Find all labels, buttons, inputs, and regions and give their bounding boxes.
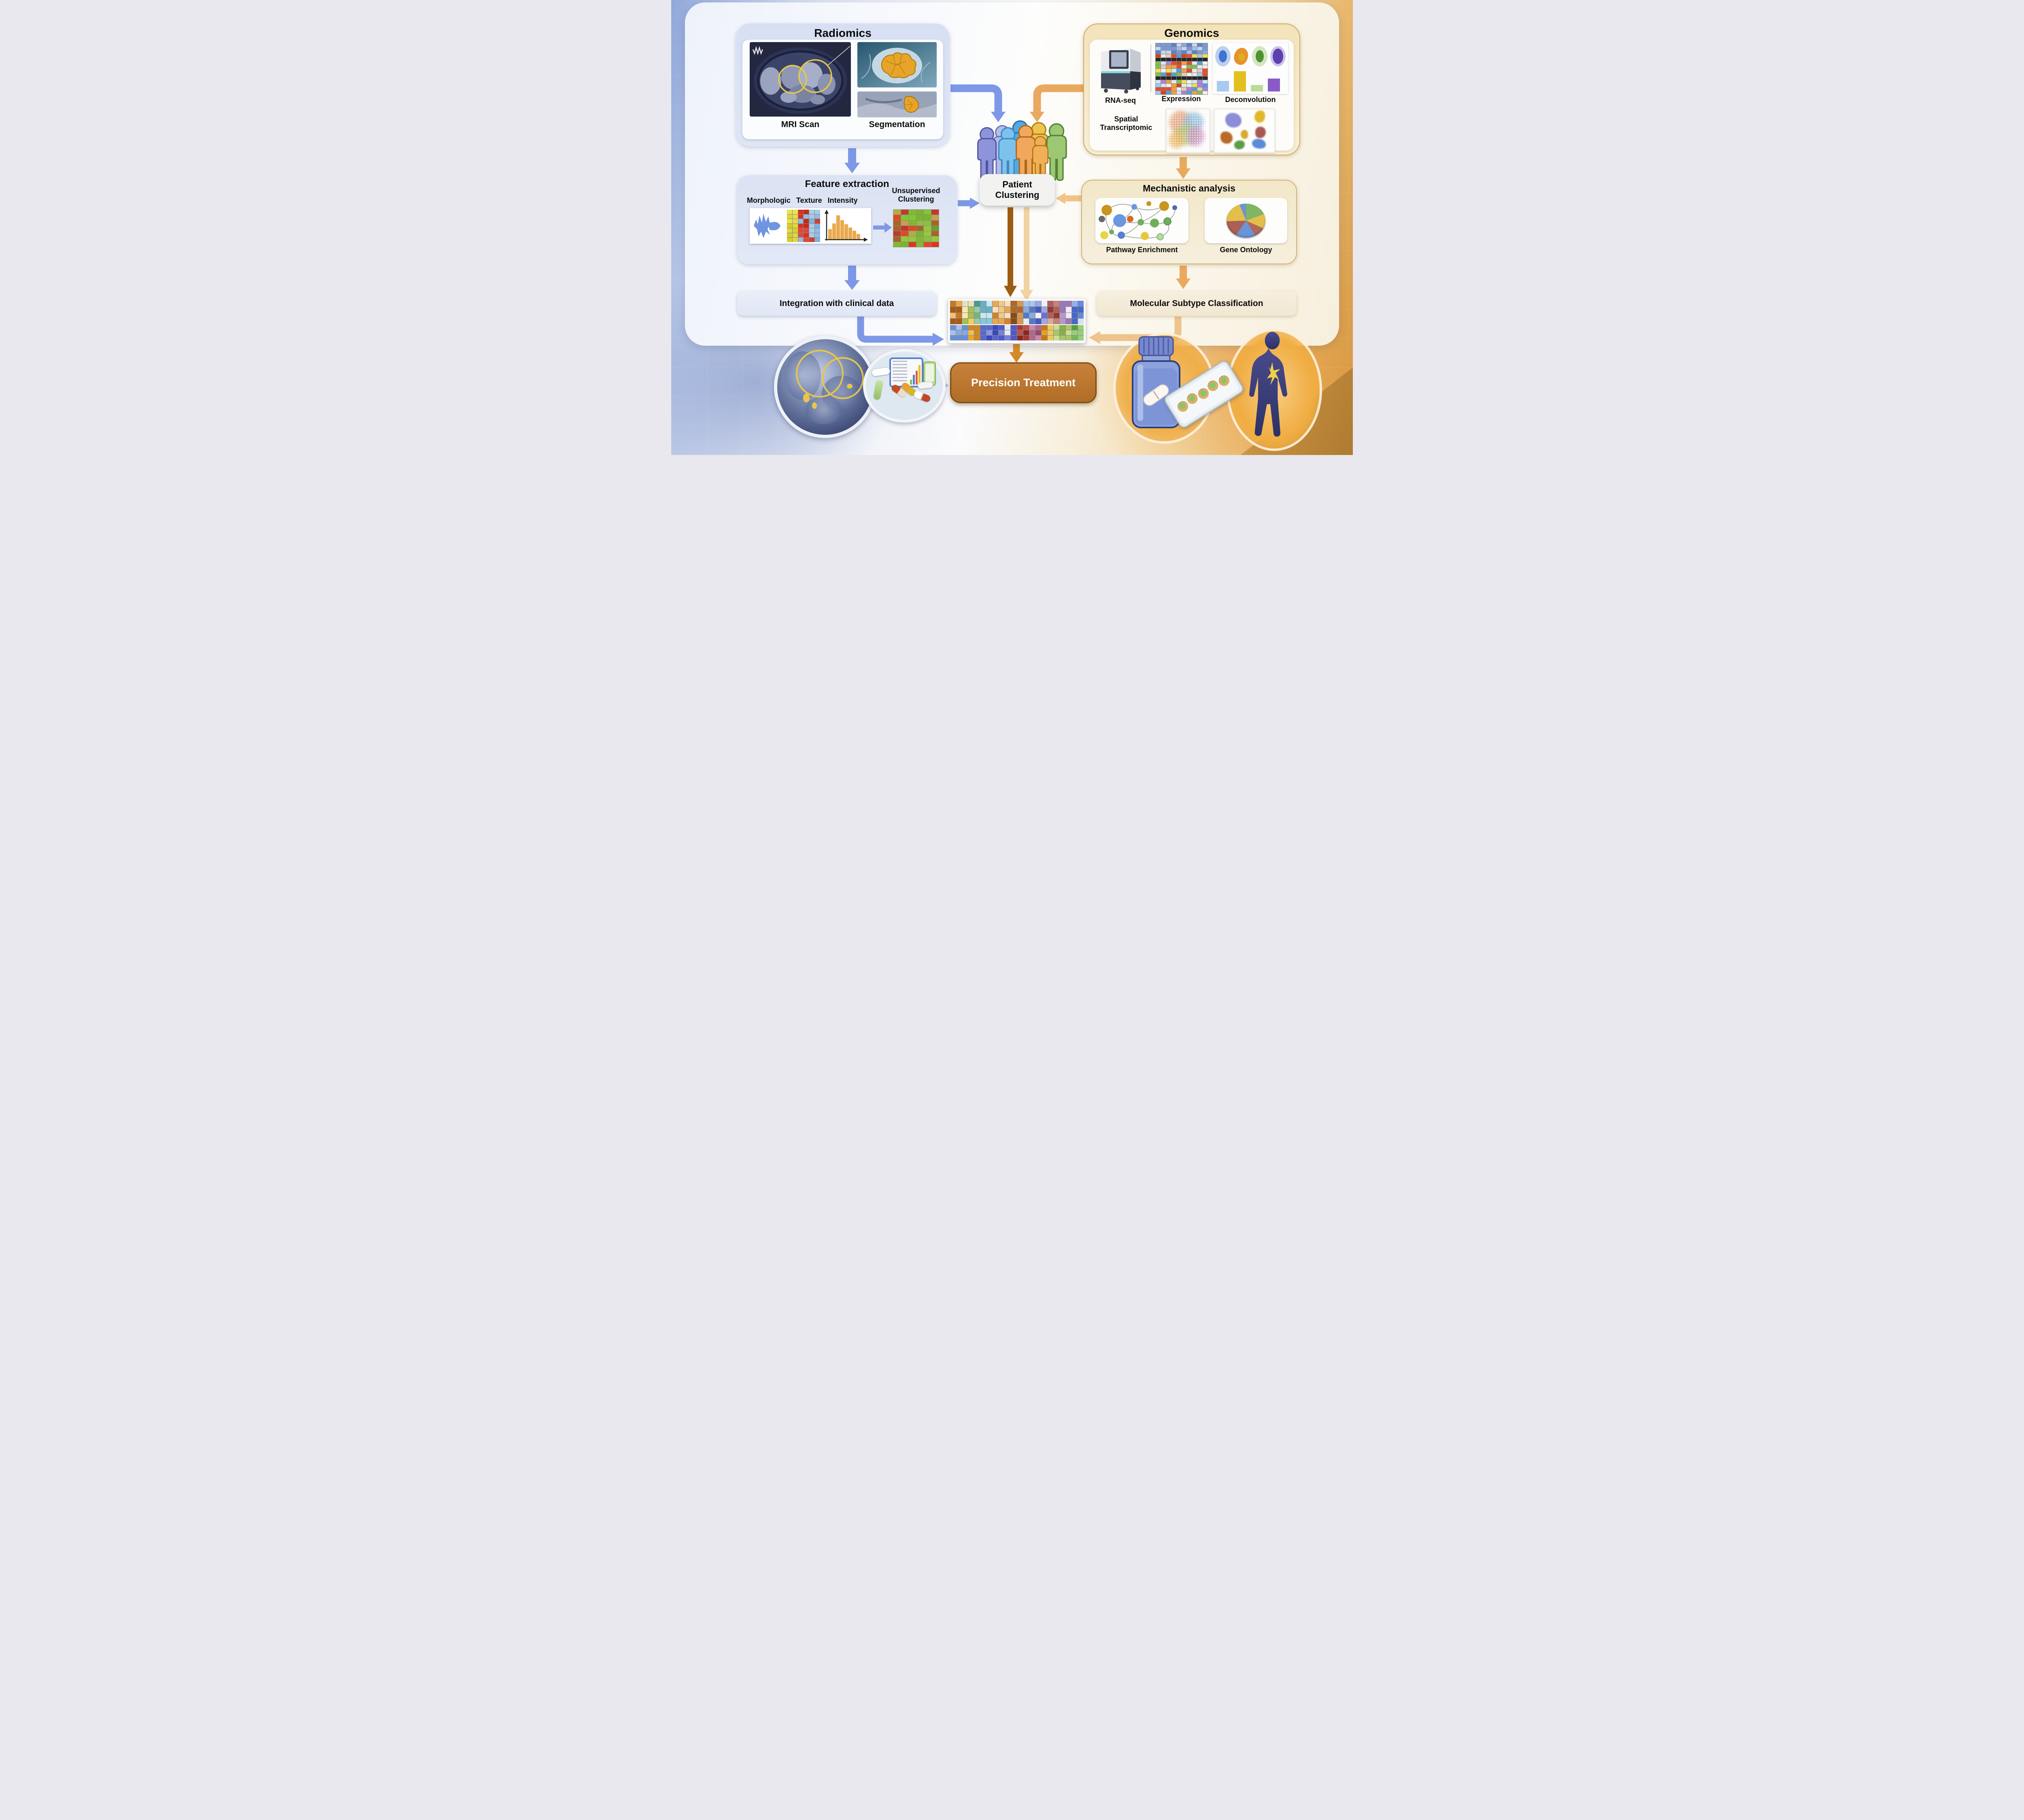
feature-graphics-strip: [750, 208, 871, 244]
intensity-label: Intensity: [827, 196, 858, 204]
white-pill-icon: [917, 381, 933, 389]
mri-scan-image: [750, 42, 851, 117]
divider: [1150, 45, 1151, 92]
intensity-histogram-icon: [825, 210, 868, 242]
spatial-tissue-map-image: [1166, 108, 1210, 153]
expression-heatmap-icon: [1155, 43, 1208, 95]
rna-seq-label: RNA-seq: [1105, 96, 1136, 104]
patient-group-icon: [977, 120, 1067, 181]
feature-flow-arrow: [873, 222, 892, 233]
segmentation-label: Segmentation: [869, 120, 925, 129]
patient-clustering-box: Patient Clustering: [980, 174, 1055, 206]
multiomic-heatmap: [948, 299, 1086, 343]
pathway-enrichment-network-icon: [1095, 198, 1188, 243]
morphologic-shape-icon: [754, 214, 780, 238]
texture-label: Texture: [796, 196, 822, 204]
molecular-subtype-label: Molecular Subtype Classification: [1130, 298, 1263, 308]
pathway-enrichment-label: Pathway Enrichment: [1106, 246, 1178, 254]
clinical-data-plate: [863, 349, 946, 423]
precision-oncology-workflow-diagram: Radiomics: [671, 0, 1353, 455]
deconvolution-label: Deconvolution: [1225, 96, 1276, 104]
texture-grid-icon: [787, 210, 820, 242]
rna-seq-machine-icon: [1095, 43, 1146, 94]
gene-ontology-pie-icon: [1205, 198, 1287, 243]
pie-chart: [1227, 204, 1265, 238]
integration-label: Integration with clinical data: [779, 298, 894, 308]
mri-scan-label: MRI Scan: [781, 120, 820, 129]
precision-treatment-box: Precision Treatment: [950, 362, 1097, 403]
patient-clustering-label: Patient Clustering: [995, 179, 1040, 200]
spatial-transcriptomic-label: Spatial Transcriptomic: [1100, 115, 1152, 132]
molecular-subtype-box: Molecular Subtype Classification: [1097, 291, 1297, 316]
heatmap-lower-block: [950, 325, 1084, 340]
white-pill-icon: [871, 366, 891, 377]
radiomics-title: Radiomics: [814, 27, 872, 39]
heatmap-upper-block: [950, 301, 1084, 324]
human-silhouette-icon: [1249, 332, 1287, 437]
feature-type-labels: Morphologic Texture Intensity: [747, 196, 929, 205]
genomics-title: Genomics: [1164, 27, 1219, 39]
precision-treatment-label: Precision Treatment: [971, 376, 1076, 389]
morphologic-label: Morphologic: [747, 196, 791, 204]
green-capsule-icon: [873, 379, 884, 400]
segmentation-image-bottom: [857, 91, 937, 117]
deconvolution-icon: [1213, 43, 1288, 94]
unsupervised-clustering-label: Unsupervised Clustering: [892, 187, 940, 204]
gene-ontology-label: Gene Ontology: [1220, 246, 1272, 254]
segmentation-image-top: [857, 42, 937, 87]
integration-box: Integration with clinical data: [737, 291, 936, 316]
mri-detail-image: [774, 336, 876, 438]
feature-extraction-title: Feature extraction: [805, 179, 889, 189]
mechanistic-title: Mechanistic analysis: [1143, 183, 1235, 193]
expression-label: Expression: [1161, 95, 1201, 103]
feature-extraction-section: Feature extraction Morphologic Texture I…: [737, 175, 957, 264]
spatial-clusters-image: [1214, 108, 1275, 153]
unsupervised-heatmap-icon: [893, 209, 939, 247]
red-white-capsule-icon: [913, 390, 931, 403]
